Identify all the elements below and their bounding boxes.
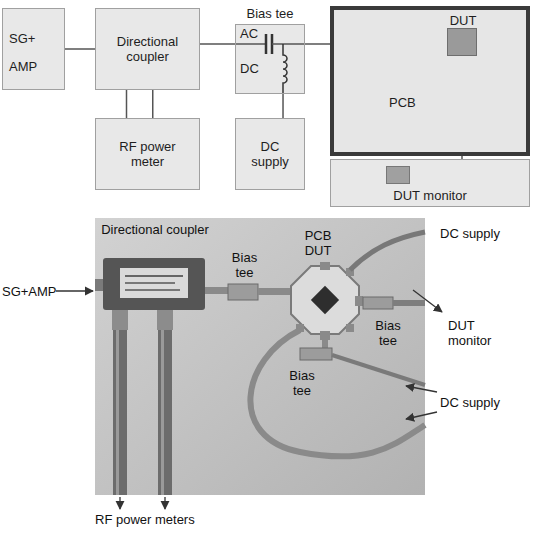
rf-cable xyxy=(322,340,328,348)
node-label: DUT monitor xyxy=(331,188,529,203)
part-label: Directional coupler xyxy=(100,222,210,237)
signal-line xyxy=(200,43,235,45)
meter-label: RF power meters xyxy=(95,512,265,527)
dut-chip: DUT xyxy=(447,28,477,56)
coupler-plate xyxy=(120,268,188,298)
dc-cable xyxy=(332,355,425,385)
coupler-port xyxy=(112,310,128,330)
node-label: SG+ AMP xyxy=(9,25,49,81)
node-label: Bias tee xyxy=(235,6,305,21)
part-label: Bias tee xyxy=(222,250,267,280)
coupler-port xyxy=(157,310,173,330)
sma-connector xyxy=(346,324,354,332)
capacitor-plate xyxy=(265,34,268,54)
dut-chip xyxy=(311,286,339,314)
node-label: DUT xyxy=(444,13,482,28)
node-label: DC supply xyxy=(245,139,295,169)
part-label: PCB DUT xyxy=(298,228,338,258)
terminal-label: DC xyxy=(240,61,259,76)
leader-arrow xyxy=(406,412,437,419)
bias-tee-box: Bias teeACDC xyxy=(235,24,305,94)
input-label: SG+AMP xyxy=(2,284,62,299)
part-label: Bias tee xyxy=(368,318,408,348)
coupler-body xyxy=(103,258,205,310)
sma-connector xyxy=(320,331,330,340)
rf-cable xyxy=(258,288,294,295)
signal-line xyxy=(282,94,284,118)
cable-highlight xyxy=(116,330,119,495)
monitor-cable xyxy=(393,300,425,306)
input-connector xyxy=(95,279,104,291)
photo-background xyxy=(95,218,425,495)
leader-arrow xyxy=(164,497,165,509)
signal-line xyxy=(65,48,95,50)
monitor-box: DUT monitor xyxy=(330,159,530,207)
bias-tee-part xyxy=(228,284,258,300)
cable-highlight xyxy=(161,330,164,495)
leader-arrow xyxy=(413,290,442,312)
wire xyxy=(272,43,304,45)
supply-label: DC supply xyxy=(440,395,530,410)
supply-label: DC supply xyxy=(440,226,530,241)
pcb-board xyxy=(291,266,359,334)
dc-cable xyxy=(250,330,425,456)
node-label: RF power meter xyxy=(108,139,188,169)
leader-arrow xyxy=(119,497,120,509)
meter-cable xyxy=(158,330,172,495)
wire xyxy=(236,43,266,45)
plate-marking xyxy=(125,275,183,277)
bias-tee-part xyxy=(363,297,393,309)
sma-connector xyxy=(355,296,363,306)
plate-marking xyxy=(125,282,175,284)
leader-arrow xyxy=(406,386,437,392)
signal-line xyxy=(152,90,154,118)
inductor-symbol xyxy=(283,44,287,93)
signal-line xyxy=(126,90,128,118)
pcb-board: PCB DUT xyxy=(330,6,530,156)
sma-connector xyxy=(320,262,330,270)
terminal-label: AC xyxy=(240,26,258,41)
supply-box: DC supply xyxy=(235,118,305,190)
meter-cable xyxy=(113,330,127,495)
source-box: SG+ AMP xyxy=(2,8,65,90)
part-label: Bias tee xyxy=(282,368,322,398)
meter-box: RF power meter xyxy=(95,118,200,190)
coupler-box: Directional coupler xyxy=(95,8,200,90)
dc-cable xyxy=(350,232,425,270)
bias-tee-part xyxy=(300,348,332,360)
monitor-label: DUT monitor xyxy=(448,318,518,348)
plate-marking xyxy=(125,289,180,291)
leader-arrow xyxy=(56,290,93,291)
rf-cable xyxy=(205,287,229,294)
node-label: PCB xyxy=(389,95,416,110)
monitor-screen xyxy=(386,166,410,184)
node-label: Directional coupler xyxy=(100,34,195,64)
